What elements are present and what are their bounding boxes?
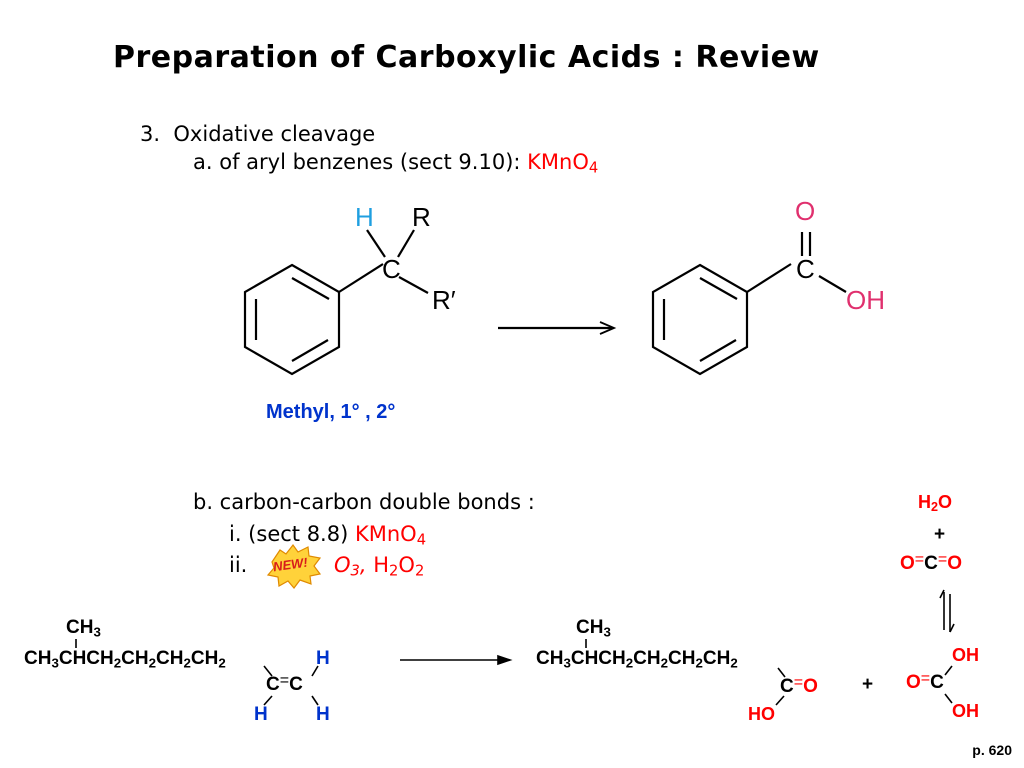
item-heading-text: Oxidative cleavage bbox=[173, 122, 376, 146]
product-oh-label: OH bbox=[846, 285, 885, 315]
item-heading: 3. Oxidative cleavage bbox=[140, 122, 375, 146]
sub-b-i-line: i. (sect 8.8) KMnO4 bbox=[229, 522, 427, 549]
sub-b-ii-reagents: O3, H2O2 bbox=[334, 553, 425, 580]
product-c-label: C bbox=[796, 254, 815, 284]
product-chain: CH3CHCH2CH2CH2CH2 bbox=[536, 648, 738, 671]
sub-a-reagent: KMnO4 bbox=[527, 150, 599, 177]
reactant-h-bottom-left: H bbox=[254, 704, 268, 725]
reactant-h-top-right: H bbox=[316, 648, 330, 669]
product-ho-label: HO bbox=[748, 704, 775, 724]
reactant-alkene: C=C bbox=[266, 672, 303, 695]
reactant-r-label: R bbox=[412, 202, 431, 232]
item-number: 3. bbox=[140, 122, 161, 146]
reactant-scope-note: Methyl, 1° , 2° bbox=[266, 401, 396, 423]
reactant-h-bottom-right: H bbox=[316, 704, 330, 725]
page-title: Preparation of Carboxylic Acids : Review bbox=[113, 40, 820, 75]
water-formula: H2O bbox=[918, 492, 953, 515]
product-o-label: O bbox=[795, 196, 816, 226]
sub-b-text: b. carbon-carbon double bonds : bbox=[193, 490, 535, 514]
product-ch3-branch: CH3 bbox=[576, 617, 611, 640]
reactant-chain: CH3CHCH2CH2CH2CH2 bbox=[24, 648, 226, 671]
carbonic-carbonyl: O=C bbox=[906, 670, 944, 693]
sub-b-i-reagent: KMnO4 bbox=[354, 522, 427, 549]
sub-a-line: a. of aryl benzenes (sect 9.10): KMnO4 bbox=[193, 150, 599, 177]
product-carboxyl: C=O bbox=[780, 674, 818, 697]
sub-b-i-text: i. (sect 8.8) bbox=[229, 522, 349, 546]
new-badge-icon bbox=[266, 543, 322, 589]
carbonic-oh-bottom: OH bbox=[952, 701, 979, 721]
reactant-c-label: C bbox=[382, 254, 401, 284]
sub-a-text: a. of aryl benzenes (sect 9.10): bbox=[193, 150, 521, 174]
plus-sign: + bbox=[862, 674, 874, 695]
plus-sign-water: + bbox=[934, 524, 946, 545]
product-benzene-ring bbox=[651, 263, 749, 376]
co2-formula: O=C=O bbox=[900, 551, 962, 574]
reactant-h-label: H bbox=[355, 202, 374, 232]
sub-b-ii-text: ii. bbox=[229, 553, 248, 577]
reactant-r-prime-label: R′ bbox=[432, 285, 456, 315]
page-number: p. 620 bbox=[972, 742, 1012, 758]
reactant-benzene-ring bbox=[243, 263, 341, 376]
carbonic-oh-top: OH bbox=[952, 645, 979, 665]
reactant-ch3-branch: CH3 bbox=[66, 617, 101, 640]
